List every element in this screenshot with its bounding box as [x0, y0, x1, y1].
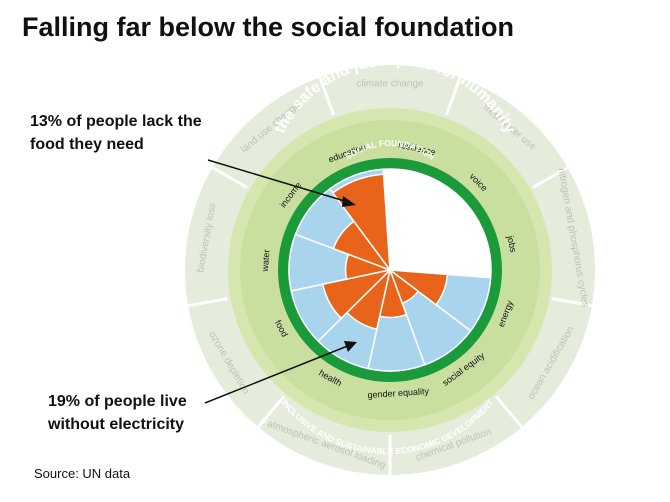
boundary-divider: [552, 297, 593, 308]
boundary-label-climate-change: climate change: [356, 79, 424, 90]
boundary-divider: [257, 395, 286, 428]
boundary-dividers: [187, 76, 593, 475]
shortfall-wedge-food: [321, 268, 393, 320]
dimension-label-gender-equality: gender equality: [367, 386, 430, 400]
boundary-divider: [318, 76, 336, 116]
food-callout-arrow: [207, 159, 349, 203]
food-arrowhead-icon: [342, 196, 356, 207]
food-callout: 13% of people lack the food they need: [30, 113, 202, 153]
boundary-divider: [187, 297, 228, 308]
electricity-callout-arrow: [204, 344, 351, 404]
boundary-divider: [444, 76, 462, 116]
shortfall-wedge-energy: [387, 269, 449, 306]
boundary-divider: [211, 166, 248, 189]
dimension-label-water: water: [260, 249, 272, 273]
dimension-label-jobs: jobs: [505, 234, 519, 254]
shortfall-wedge-education: [331, 173, 391, 273]
source-note: Source: UN data: [34, 466, 131, 481]
boundary-divider: [494, 395, 523, 428]
boundary-divider: [532, 166, 569, 189]
electricity-arrowhead-icon: [344, 341, 357, 352]
electricity-callout: 19% of people live without electricity: [48, 393, 187, 433]
page-title: Falling far below the social foundation: [22, 12, 515, 42]
shortfall-wedges: [321, 173, 449, 331]
